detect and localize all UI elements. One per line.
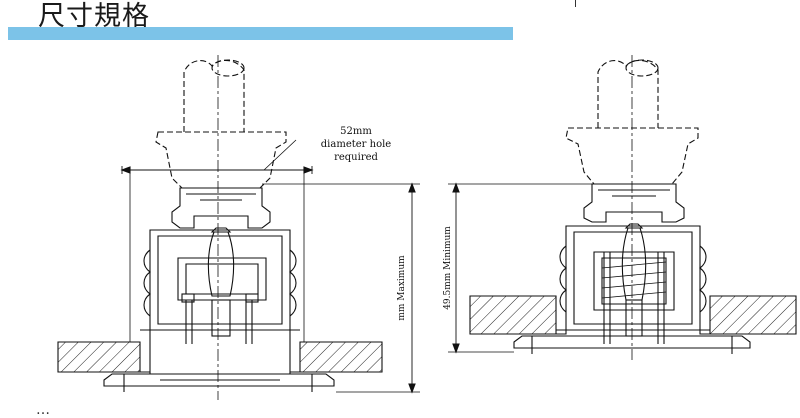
header-bar <box>8 27 513 40</box>
right-ceiling-block-right <box>709 295 797 335</box>
left-fitting <box>155 131 287 189</box>
top-tick-mark <box>575 0 576 7</box>
page-title: 尺寸規格 <box>38 1 150 32</box>
right-body <box>583 183 685 223</box>
right-cup <box>565 225 701 331</box>
right-cover-plate <box>513 335 751 349</box>
right-frame <box>593 251 675 311</box>
right-height-label: 49.5mm Minimum <box>443 226 453 310</box>
left-ceiling-block-left <box>57 341 141 373</box>
left-cover-plate <box>103 373 335 387</box>
left-hole-line1: diameter hole <box>321 139 392 150</box>
footer-partial-text: … <box>36 402 50 418</box>
right-sprinkler-diagram <box>448 55 797 360</box>
right-ceiling-block-left <box>469 295 557 335</box>
left-frame <box>177 257 267 301</box>
right-fitting <box>565 127 699 185</box>
left-cup <box>149 229 291 331</box>
left-height-label: mm Maximum <box>397 255 407 321</box>
left-body <box>171 187 271 229</box>
left-bulb <box>207 231 235 297</box>
left-sprinkler-diagram <box>57 55 420 400</box>
left-hole-size: 52mm <box>340 126 372 137</box>
right-pipe <box>597 59 659 128</box>
left-hole-line2: required <box>334 152 378 163</box>
left-ceiling-block-right <box>299 341 383 373</box>
left-pipe <box>183 59 245 132</box>
